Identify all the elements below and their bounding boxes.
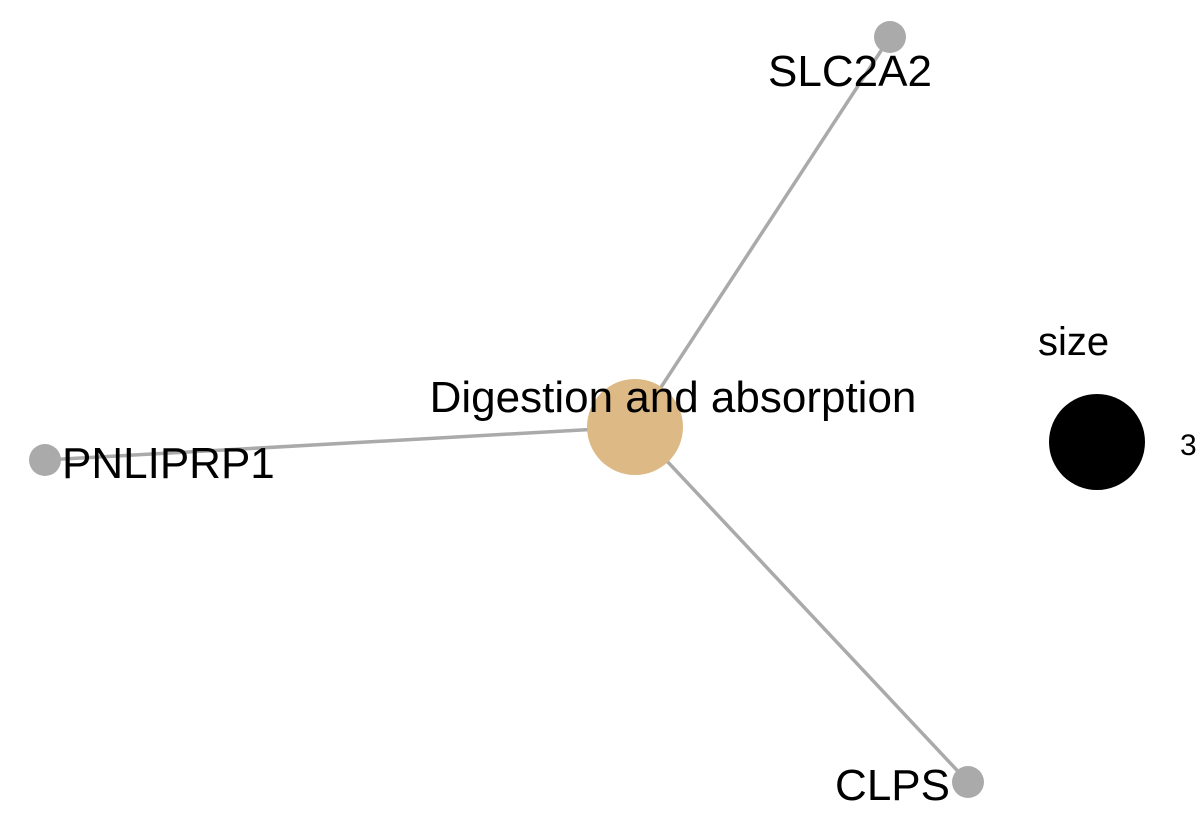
size-legend: size 3 (1038, 320, 1197, 490)
category-label: Digestion and absorption (430, 373, 917, 422)
gene-label-slc2a2: SLC2A2 (768, 47, 932, 96)
edge-slc2a2 (633, 36, 892, 428)
edge-pnliprp1 (44, 425, 636, 462)
gene-label-clps: CLPS (835, 761, 950, 810)
legend-size-symbol (1049, 394, 1145, 490)
gene-node-pnliprp1 (29, 444, 61, 476)
category-node (587, 379, 683, 475)
gene-node-clps (952, 766, 984, 798)
legend-value: 3 (1180, 429, 1197, 462)
gene-node-slc2a2 (874, 21, 906, 53)
gene-label-pnliprp1: PNLIPRP1 (62, 439, 275, 488)
edges (44, 36, 970, 784)
legend-title: size (1038, 320, 1109, 364)
node-labels: SLC2A2 PNLIPRP1 CLPS Digestion and absor… (62, 47, 950, 810)
gene-nodes (29, 21, 984, 798)
edge-clps (633, 425, 970, 784)
